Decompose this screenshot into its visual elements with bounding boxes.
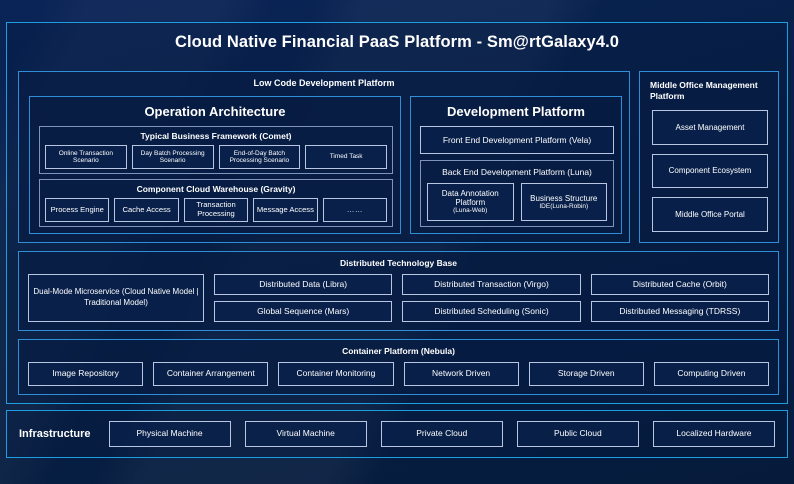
chip-component-ecosystem[interactable]: Component Ecosystem [652, 153, 768, 189]
chip-front-end-development-platform[interactable]: Front End Development Platform (Vela) [420, 126, 614, 154]
chip-storage-driven[interactable]: Storage Driven [528, 362, 644, 386]
container-platform-title: Container Platform (Nebula) [342, 346, 455, 356]
back-end-development-platform-title: Back End Development Platform (Luna) [442, 167, 592, 177]
chip-localized-hardware[interactable]: Localized Hardware [652, 421, 775, 447]
chip-global-sequence[interactable]: Global Sequence (Mars) [214, 301, 393, 322]
chip-message-access[interactable]: Message Access [253, 198, 318, 222]
chip-computing-driven[interactable]: Computing Driven [653, 362, 770, 386]
chip-physical-machine[interactable]: Physical Machine [108, 421, 231, 447]
development-platform-title: Development Platform [447, 104, 585, 119]
container-platform-panel: Container Platform (Nebula) Image Reposi… [18, 339, 779, 395]
dtb-column-2: Distributed Transaction (Virgo) Distribu… [402, 274, 581, 322]
chip-distributed-messaging[interactable]: Distributed Messaging (TDRSS) [590, 301, 769, 322]
chip-middle-office-portal[interactable]: Middle Office Portal [652, 197, 768, 233]
chip-business-structure-ide-sub: IDE(Luna-Robin) [539, 202, 589, 210]
chip-distributed-cache[interactable]: Distributed Cache (Orbit) [590, 274, 769, 295]
back-end-items: Data Annotation Platform (Luna-Web) Busi… [427, 183, 607, 221]
component-cloud-warehouse-items: Process Engine Cache Access Transaction … [45, 198, 388, 222]
chip-more-ellipsis[interactable]: …… [322, 198, 388, 222]
chip-private-cloud[interactable]: Private Cloud [380, 421, 503, 447]
back-end-development-platform-group: Back End Development Platform (Luna) Dat… [420, 160, 614, 227]
operation-architecture-title: Operation Architecture [144, 104, 286, 119]
typical-business-framework-title: Typical Business Framework (Comet) [140, 131, 292, 141]
infrastructure-label: Infrastructure [19, 428, 91, 440]
chip-timed-task[interactable]: Timed Task [305, 145, 387, 169]
chip-process-engine[interactable]: Process Engine [45, 198, 110, 222]
chip-business-structure-ide[interactable]: Business Structure IDE(Luna-Robin) [520, 183, 607, 221]
middle-office-management-platform-panel: Middle Office Management Platform Asset … [639, 71, 779, 243]
chip-data-annotation-platform-sub: (Luna-Web) [453, 207, 488, 215]
typical-business-framework-items: Online Transaction Scenario Day Batch Pr… [45, 145, 387, 169]
low-code-platform-title: Low Code Development Platform [253, 78, 395, 88]
dtb-column-1: Distributed Data (Libra) Global Sequence… [214, 274, 393, 322]
infrastructure-items: Physical Machine Virtual Machine Private… [108, 421, 775, 447]
chip-asset-management[interactable]: Asset Management [652, 110, 768, 145]
chip-distributed-scheduling[interactable]: Distributed Scheduling (Sonic) [402, 301, 581, 322]
chip-network-driven[interactable]: Network Driven [403, 362, 519, 386]
chip-cache-access[interactable]: Cache Access [114, 198, 179, 222]
typical-business-framework-group: Typical Business Framework (Comet) Onlin… [39, 126, 393, 174]
operation-architecture-panel: Operation Architecture Typical Business … [29, 96, 401, 234]
infrastructure-frame: Infrastructure Physical Machine Virtual … [6, 410, 788, 458]
middle-office-title: Middle Office Management Platform [650, 80, 758, 102]
chip-end-of-day-batch-processing-scenario[interactable]: End-of-Day Batch Processing Scenario [218, 145, 301, 169]
chip-data-annotation-platform-main: Data Annotation Platform [441, 189, 499, 208]
chip-online-transaction-scenario[interactable]: Online Transaction Scenario [45, 145, 127, 169]
chip-business-structure-ide-main: Business Structure [530, 193, 598, 203]
chip-distributed-data[interactable]: Distributed Data (Libra) [214, 274, 393, 295]
dtb-column-3: Distributed Cache (Orbit) Distributed Me… [590, 274, 769, 322]
distributed-technology-base-items: Dual-Mode Microservice (Cloud Native Mod… [28, 274, 769, 322]
chip-image-repository[interactable]: Image Repository [28, 362, 144, 386]
middle-office-items: Asset Management Component Ecosystem Mid… [652, 110, 768, 233]
chip-day-batch-processing-scenario[interactable]: Day Batch Processing Scenario [131, 145, 214, 169]
component-cloud-warehouse-group: Component Cloud Warehouse (Gravity) Proc… [39, 179, 393, 227]
component-cloud-warehouse-title: Component Cloud Warehouse (Gravity) [136, 184, 296, 194]
container-platform-items: Image Repository Container Arrangement C… [28, 362, 770, 386]
chip-data-annotation-platform[interactable]: Data Annotation Platform (Luna-Web) [427, 183, 514, 221]
chip-virtual-machine[interactable]: Virtual Machine [244, 421, 367, 447]
chip-container-monitoring[interactable]: Container Monitoring [278, 362, 394, 386]
chip-distributed-transaction[interactable]: Distributed Transaction (Virgo) [402, 274, 581, 295]
low-code-development-platform-panel: Low Code Development Platform Operation … [18, 71, 630, 243]
chip-public-cloud[interactable]: Public Cloud [516, 421, 639, 447]
development-platform-panel: Development Platform Front End Developme… [410, 96, 622, 234]
page-title: Cloud Native Financial PaaS Platform - S… [174, 33, 620, 51]
chip-container-arrangement[interactable]: Container Arrangement [153, 362, 269, 386]
main-platform-frame: Cloud Native Financial PaaS Platform - S… [6, 22, 788, 404]
distributed-technology-base-title: Distributed Technology Base [340, 258, 457, 268]
chip-dual-mode-microservice[interactable]: Dual-Mode Microservice (Cloud Native Mod… [28, 274, 204, 322]
distributed-technology-base-panel: Distributed Technology Base Dual-Mode Mi… [18, 251, 779, 331]
chip-transaction-processing[interactable]: Transaction Processing [183, 198, 249, 222]
